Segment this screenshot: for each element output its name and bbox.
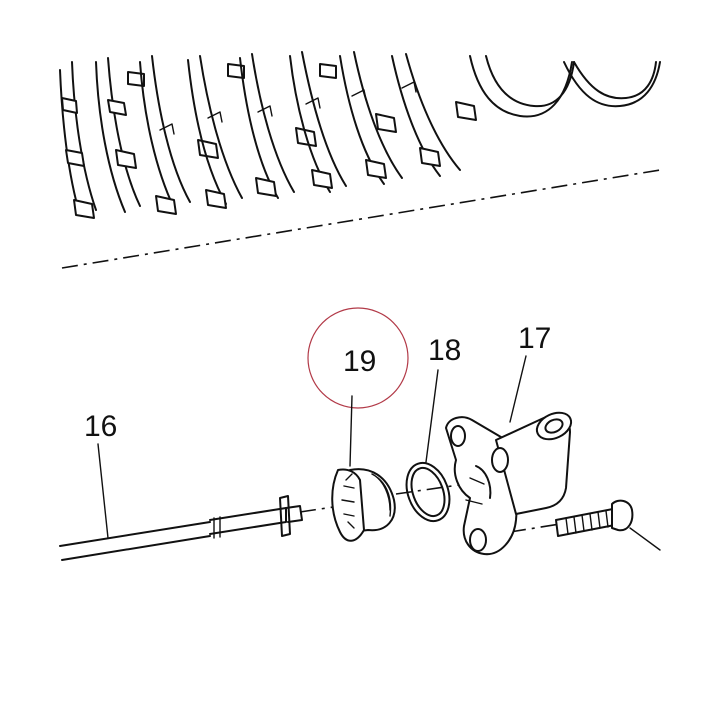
clutch-disc-7 xyxy=(339,51,403,185)
slave-cylinder-housing-17 xyxy=(445,411,573,556)
push-rod-16 xyxy=(59,495,303,561)
clutch-disc-8 xyxy=(391,53,477,177)
clutch-disc-2 xyxy=(95,57,145,213)
callout-16: 16 xyxy=(84,410,117,443)
clutch-disc-4 xyxy=(187,55,245,209)
callout-19: 19 xyxy=(343,345,376,378)
alignment-axis-bolt xyxy=(509,523,561,533)
clutch-disc-stack xyxy=(59,51,661,219)
leader-17 xyxy=(509,355,527,423)
mounting-bolt xyxy=(555,499,634,537)
clutch-disc-6 xyxy=(289,51,347,193)
clutch-disc-1 xyxy=(59,61,97,219)
leader-18 xyxy=(425,369,439,463)
o-ring-18 xyxy=(405,461,451,523)
clutch-disc-5 xyxy=(239,53,317,199)
leader-16 xyxy=(97,443,109,539)
callout-18: 18 xyxy=(428,334,461,367)
highlight-circle-19 xyxy=(307,307,409,409)
leader-19 xyxy=(349,395,353,467)
clutch-ring-outer xyxy=(469,55,661,118)
callout-17: 17 xyxy=(518,322,551,355)
leader-bolt xyxy=(629,527,661,551)
alignment-axis-upper xyxy=(61,169,661,269)
piston-19 xyxy=(331,468,396,542)
